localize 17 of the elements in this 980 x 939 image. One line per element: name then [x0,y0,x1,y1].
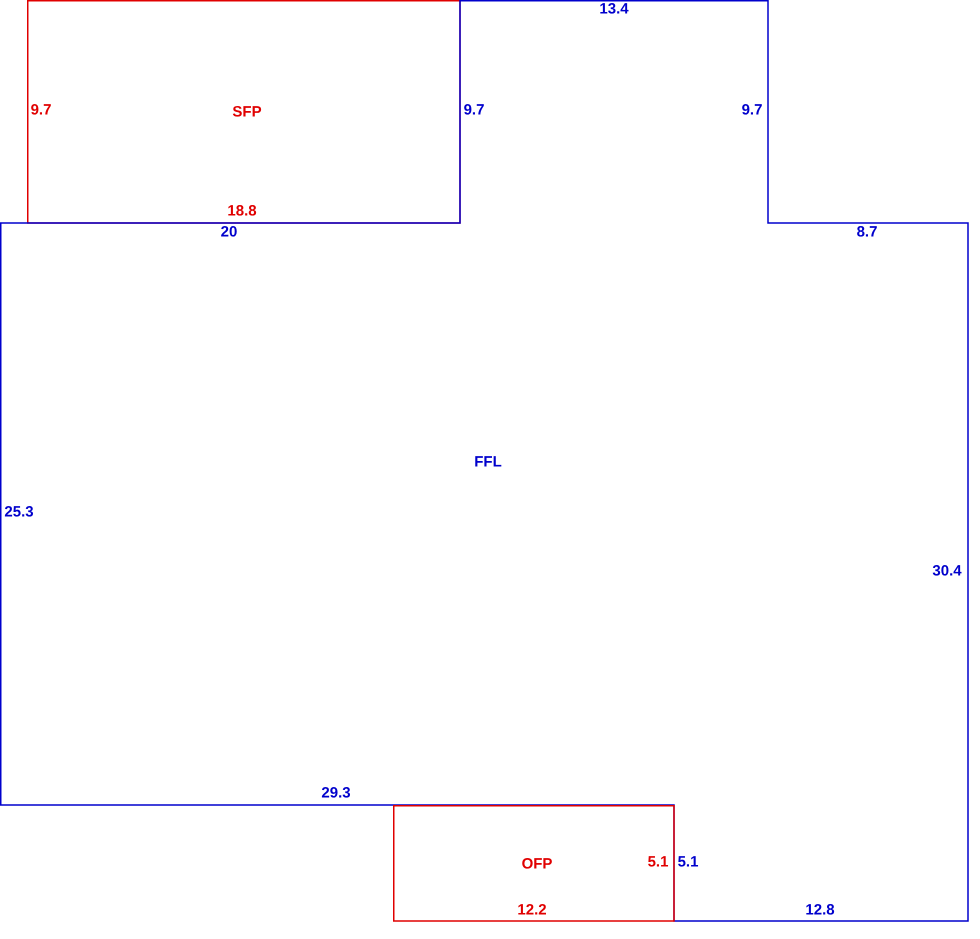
dimension-label: 8.7 [856,224,878,240]
dimension-label: 9.7 [742,102,762,118]
dimension-label: 9.7 [30,102,52,118]
area-label: SFP [232,104,262,120]
dimension-label: 9.7 [464,102,484,118]
dimension-label: 5.1 [678,854,698,870]
dimension-label: 18.8 [227,204,257,218]
dimension-label: 5.1 [648,854,668,870]
area-label: OFP [522,856,552,872]
dimension-label: 20 [220,224,238,240]
dimension-label: 12.8 [805,902,835,918]
dimension-label: 12.2 [517,902,547,918]
dimension-label: 29.3 [321,786,351,800]
dimension-label: 25.3 [4,504,34,520]
area-label: FFL [474,454,502,470]
dimension-label: 13.4 [599,2,629,16]
dimension-label: 30.4 [932,564,962,578]
